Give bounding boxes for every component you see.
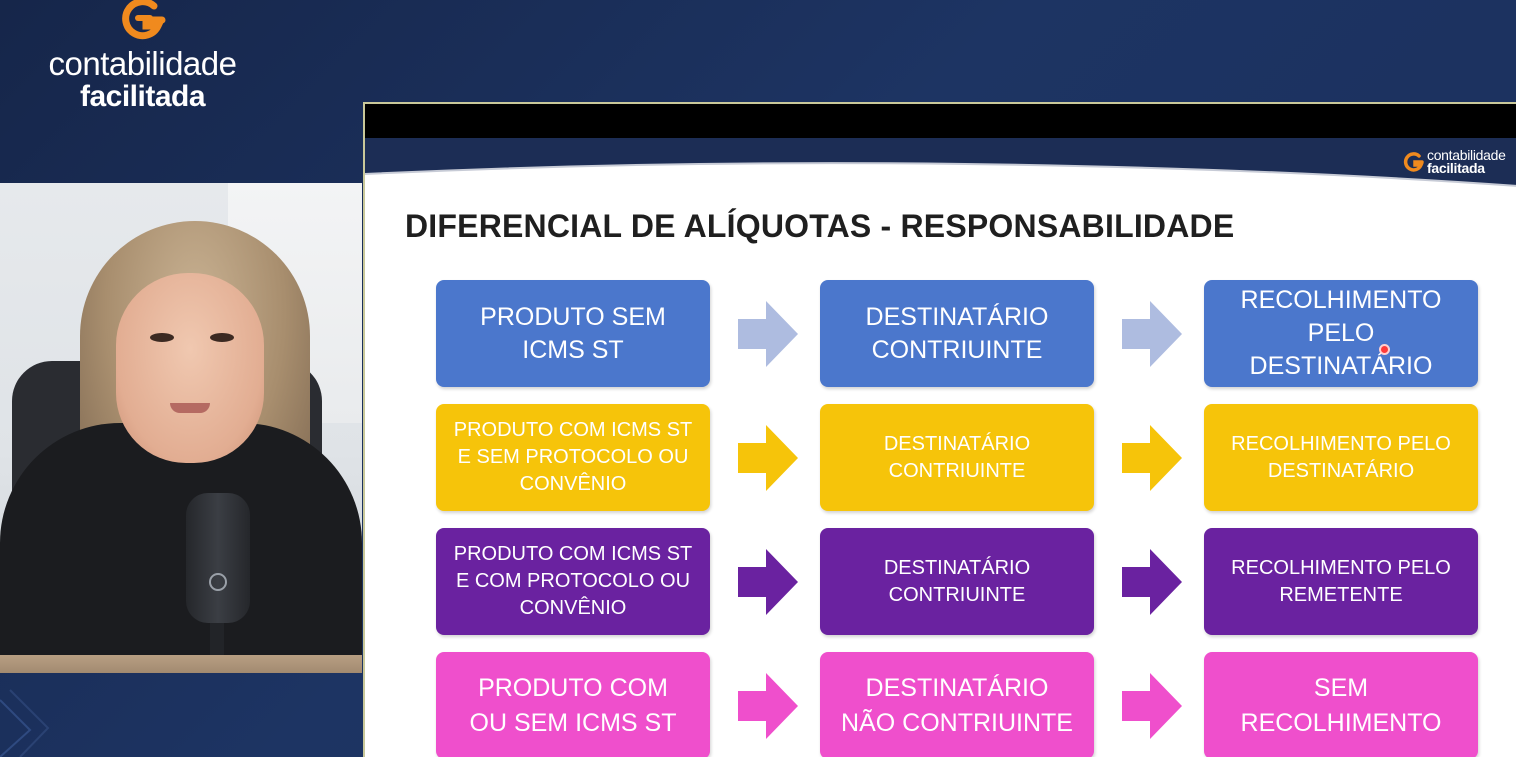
slide-top-bar — [365, 104, 1516, 140]
presenter-body — [0, 423, 362, 673]
box-text: RECOLHIMENTO — [1240, 286, 1442, 314]
arrow-right-icon — [738, 673, 798, 739]
product-box: PRODUTO COM OU SEM ICMS ST — [436, 652, 710, 757]
recipient-box: DESTINATÁRIO NÃO CONTRIUINTE — [820, 652, 1094, 757]
box-text: CONTRIUINTE — [888, 459, 1026, 482]
box-text: PRODUTO COM ICMS ST — [453, 543, 693, 565]
collection-box: SEM RECOLHIMENTO — [1204, 652, 1478, 757]
box-text: DESTINATÁRIO — [865, 673, 1049, 702]
slide-title: DIFERENCIAL DE ALÍQUOTAS - RESPONSABILID… — [405, 208, 1235, 244]
box-text: NÃO CONTRIUINTE — [841, 708, 1073, 737]
recipient-box: DESTINATÁRIO CONTRIUINTE — [820, 528, 1094, 635]
box-text: PRODUTO COM ICMS ST — [453, 419, 693, 441]
slide-logo: contabilidade facilitada — [1402, 148, 1514, 178]
box-text: RECOLHIMENTO PELO — [1231, 556, 1451, 579]
brand-logo: contabilidade facilitada — [30, 0, 255, 112]
product-box: PRODUTO COM ICMS ST E SEM PROTOCOLO OU CON… — [436, 404, 710, 511]
box-text: ICMS ST — [522, 335, 624, 364]
box-text: CONTRIUINTE — [888, 583, 1026, 606]
recipient-box: DESTINATÁRIO CONTRIUINTE — [820, 404, 1094, 511]
microphone — [186, 493, 250, 623]
webcam-video — [0, 183, 362, 673]
microphone-badge-icon — [209, 573, 227, 591]
collection-box: RECOLHIMENTO PELO DESTINATÁRIO — [1204, 280, 1478, 387]
slide-logo-line1: contabilidade — [1427, 147, 1506, 163]
presentation-slide: contabilidade facilitada DIFERENCIAL DE … — [363, 102, 1516, 757]
arrow-right-icon — [1122, 425, 1182, 491]
presenter-face — [116, 273, 264, 463]
box-text: CONVÊNIO — [519, 597, 627, 619]
slide-header-wave — [365, 138, 1516, 187]
presenter-eye — [150, 333, 174, 342]
box-text: DESTINATÁRIO — [883, 432, 1031, 455]
box-text: DESTINATÁRIO — [865, 302, 1049, 331]
box-text: CONTRIUINTE — [871, 335, 1043, 364]
box-text: REMETENTE — [1279, 583, 1403, 606]
box-text: RECOLHIMENTO — [1240, 708, 1442, 737]
recipient-box: DESTINATÁRIO CONTRIUINTE — [820, 280, 1094, 387]
slide-logo-line2: facilitada — [1427, 160, 1485, 176]
box-text: E SEM PROTOCOLO OU — [457, 446, 689, 468]
presenter-mouth — [170, 403, 210, 413]
arrow-right-icon — [1122, 301, 1182, 367]
product-box: PRODUTO SEM ICMS ST — [436, 280, 710, 387]
arrow-right-icon — [738, 425, 798, 491]
box-text: DESTINATÁRIO — [1267, 459, 1415, 482]
arrow-right-icon — [1122, 549, 1182, 615]
box-text: PELO DESTINATÁRIO — [1249, 319, 1433, 380]
box-text: E COM PROTOCOLO OU — [455, 570, 691, 592]
arrow-right-icon — [738, 301, 798, 367]
cf-logo-icon — [1403, 152, 1424, 172]
box-text: CONVÊNIO — [519, 473, 627, 495]
box-text: PRODUTO COM — [478, 673, 668, 702]
collection-box: RECOLHIMENTO PELO REMETENTE — [1204, 528, 1478, 635]
cf-logo-icon — [116, 0, 170, 46]
box-text: PRODUTO SEM — [480, 302, 666, 331]
brand-name-line2: facilitada — [79, 80, 206, 113]
brand-name-line1: contabilidade — [48, 45, 238, 82]
box-text: SEM — [1313, 673, 1369, 702]
laser-pointer-icon — [1379, 344, 1390, 355]
box-text: RECOLHIMENTO PELO — [1231, 432, 1451, 455]
arrow-right-icon — [738, 549, 798, 615]
desk — [0, 655, 362, 673]
presenter-eye — [210, 333, 234, 342]
corner-decoration — [0, 689, 50, 757]
collection-box: RECOLHIMENTO PELO DESTINATÁRIO — [1204, 404, 1478, 511]
product-box: PRODUTO COM ICMS ST E COM PROTOCOLO OU CON… — [436, 528, 710, 635]
arrow-right-icon — [1122, 673, 1182, 739]
box-text: DESTINATÁRIO — [883, 556, 1031, 579]
box-text: OU SEM ICMS ST — [469, 708, 677, 737]
